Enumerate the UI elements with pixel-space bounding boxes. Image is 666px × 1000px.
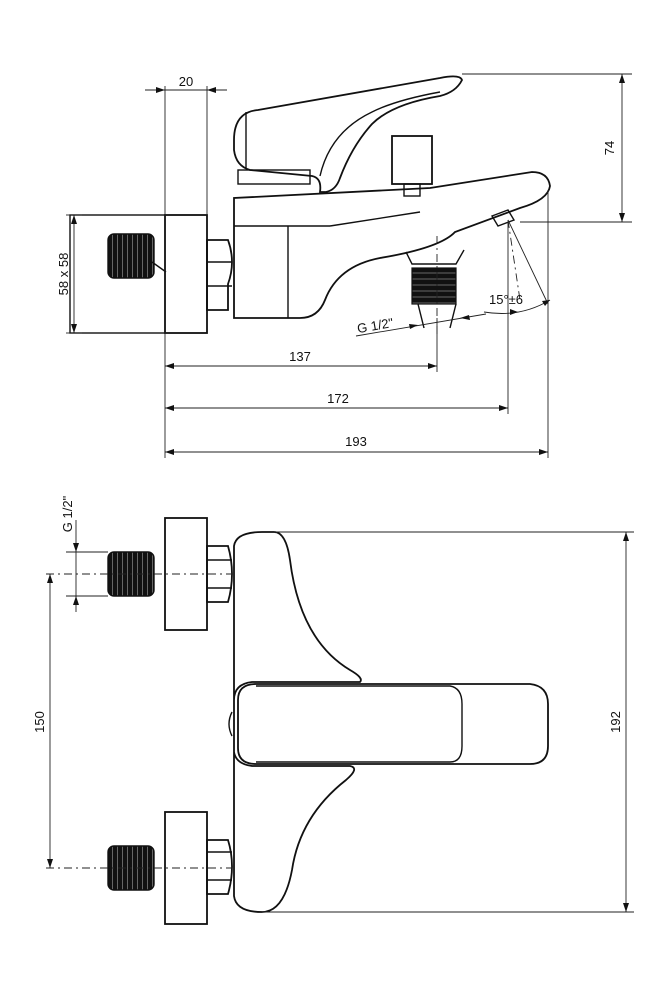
dim-to-outlet: 137 (289, 349, 311, 364)
dim-overall-length: 193 (345, 434, 367, 449)
hex-nut (206, 239, 233, 311)
lever-handle-top (237, 683, 549, 765)
lower-inlet (46, 811, 233, 925)
dim-outlet-thread: G 1/2" (356, 315, 395, 336)
dim-body-width: 20 (179, 74, 193, 89)
faucet-body-top (233, 531, 362, 913)
diverter-knob (391, 135, 433, 197)
threaded-inlet (107, 233, 155, 279)
dim-inlet-thread: G 1/2" (60, 495, 75, 532)
upper-inlet (46, 517, 233, 631)
faucet-body (233, 171, 551, 319)
side-view: 20 58 x 58 74 G 1/2" 15°±6 137 172 (56, 73, 632, 458)
dim-plate-size: 58 x 58 (56, 253, 71, 296)
dim-inlet-spacing: 150 (32, 711, 47, 733)
dim-overall-width: 192 (608, 711, 623, 733)
mounting-flange (164, 214, 208, 334)
top-view: G 1/2" 150 192 (32, 495, 634, 925)
dim-to-spout-tip: 172 (327, 391, 349, 406)
lever-handle (233, 75, 463, 193)
dim-spout-angle: 15°±6 (489, 292, 523, 307)
outlet-shank (405, 249, 465, 329)
dim-height: 74 (602, 141, 617, 155)
